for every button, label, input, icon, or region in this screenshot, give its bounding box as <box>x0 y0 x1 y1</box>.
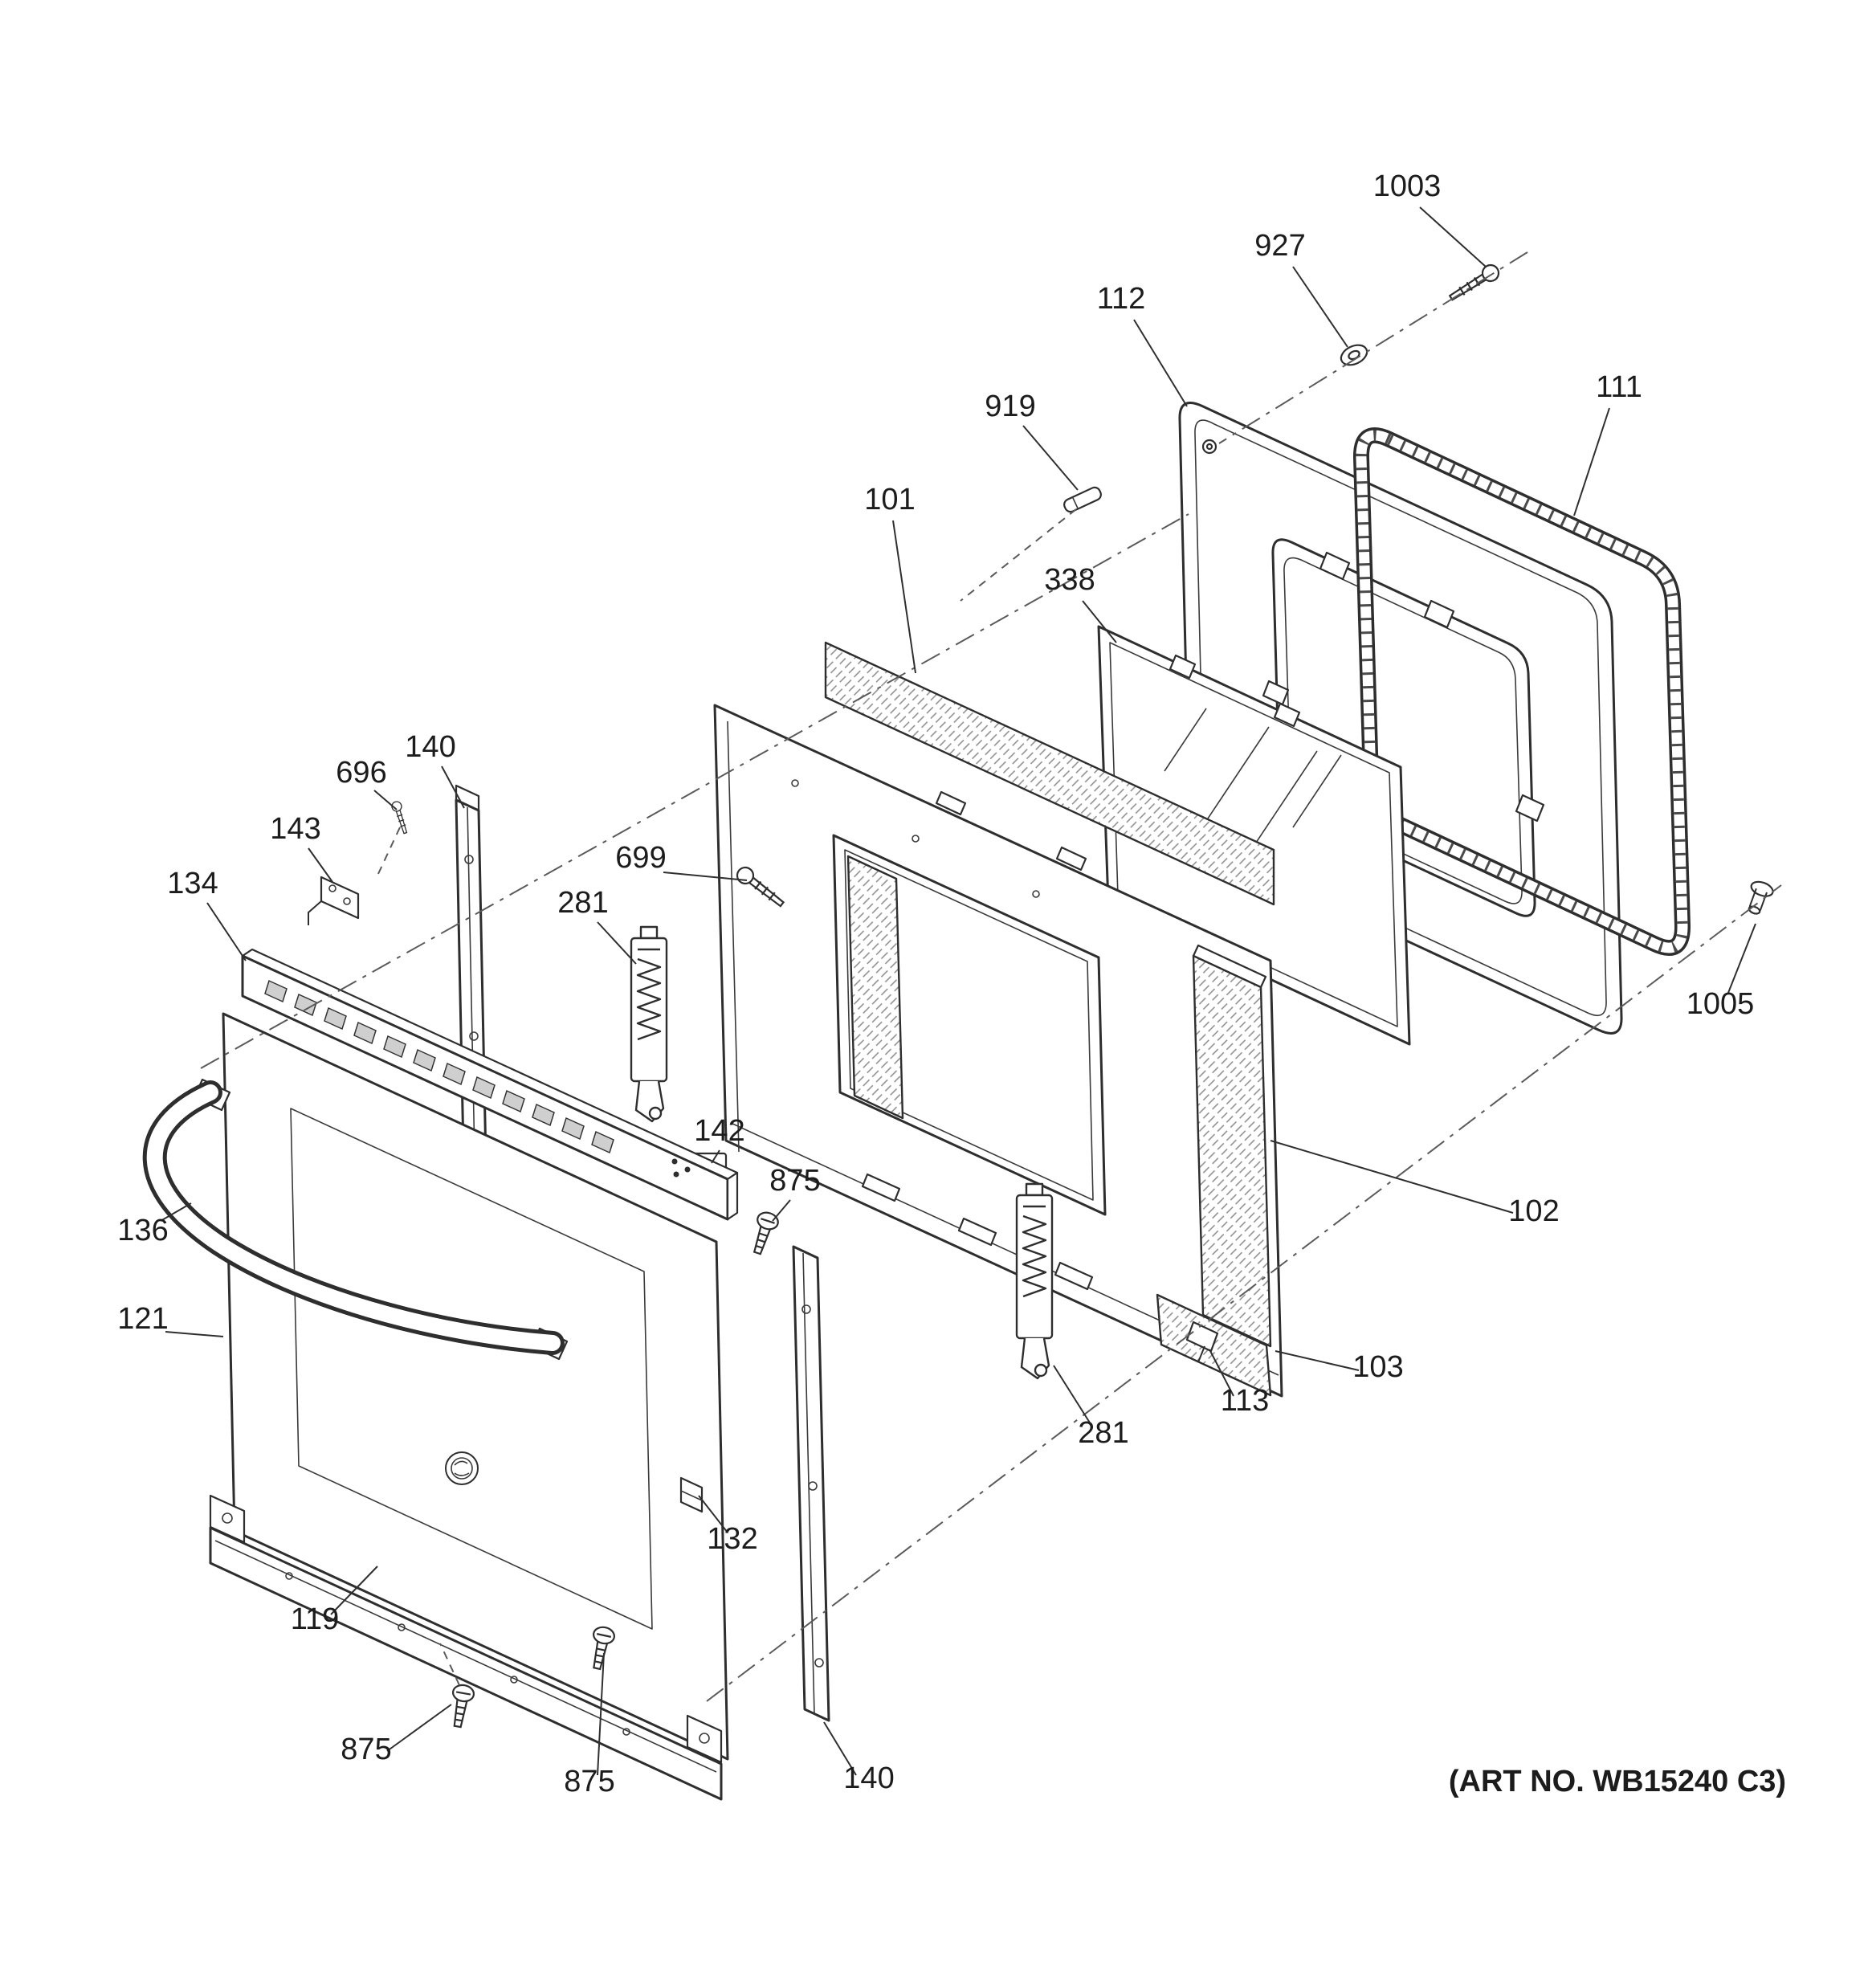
part-label-119: 119 <box>291 1602 340 1636</box>
art-number: (ART NO. WB15240 C3) <box>1449 1765 1786 1798</box>
part-gasket-111 <box>1353 427 1691 956</box>
part-label-132: 132 <box>707 1522 757 1556</box>
part-label-919: 919 <box>985 390 1035 423</box>
part-label-1003: 1003 <box>1373 169 1442 203</box>
part-screw-696 <box>390 799 411 835</box>
part-label-112: 112 <box>1097 282 1146 316</box>
part-screw-875-bottom-left <box>446 1682 476 1729</box>
part-bracket-143 <box>308 876 360 925</box>
part-label-101: 101 <box>864 483 915 516</box>
part-label-134: 134 <box>167 867 218 900</box>
part-door-trim-134 <box>241 948 739 1221</box>
part-label-699: 699 <box>615 841 666 875</box>
part-label-113: 113 <box>1221 1384 1270 1418</box>
vent-slots <box>264 979 614 1154</box>
part-label-136: 136 <box>117 1214 168 1247</box>
labels: 1003 927 112 111 919 101 338 696 140 143… <box>117 169 1754 1798</box>
part-label-143: 143 <box>270 812 320 846</box>
part-label-338: 338 <box>1044 563 1095 597</box>
leader-lines <box>160 206 1756 1776</box>
part-washer-927 <box>1340 344 1368 366</box>
part-label-875-bottom-center: 875 <box>564 1765 614 1798</box>
part-inner-panel-101 <box>713 704 1283 1398</box>
part-hinge-281-bottom <box>1015 1182 1054 1380</box>
part-label-140-bottom: 140 <box>843 1761 894 1795</box>
part-label-102: 102 <box>1508 1194 1559 1228</box>
part-label-696: 696 <box>336 756 386 790</box>
part-label-121: 121 <box>117 1302 168 1336</box>
part-hinge-281-top <box>630 925 668 1123</box>
part-bottom-trim-119 <box>209 1494 723 1801</box>
part-label-281-bottom: 281 <box>1078 1416 1128 1450</box>
part-label-875-mid: 875 <box>769 1164 820 1198</box>
centerlines <box>200 251 1782 1702</box>
part-handle-136 <box>142 1078 569 1361</box>
part-clip-132 <box>679 1476 704 1513</box>
part-door-glass-121 <box>222 1012 729 1761</box>
part-label-142: 142 <box>694 1114 744 1148</box>
part-insulation-strip <box>824 641 1275 906</box>
ge-monogram-icon <box>445 1451 479 1485</box>
part-label-927: 927 <box>1254 229 1305 263</box>
part-label-875-bottom-left: 875 <box>341 1733 391 1766</box>
part-rail-140-bottom <box>792 1245 830 1722</box>
part-label-103: 103 <box>1352 1350 1403 1384</box>
part-screw-1003 <box>1446 261 1503 306</box>
part-label-111: 111 <box>1596 370 1642 404</box>
part-label-140-top: 140 <box>405 730 455 764</box>
part-insulation-102 <box>1192 944 1272 1348</box>
part-label-1005: 1005 <box>1687 987 1755 1021</box>
part-spacer-919 <box>1063 486 1102 513</box>
part-label-281-top: 281 <box>557 886 608 920</box>
